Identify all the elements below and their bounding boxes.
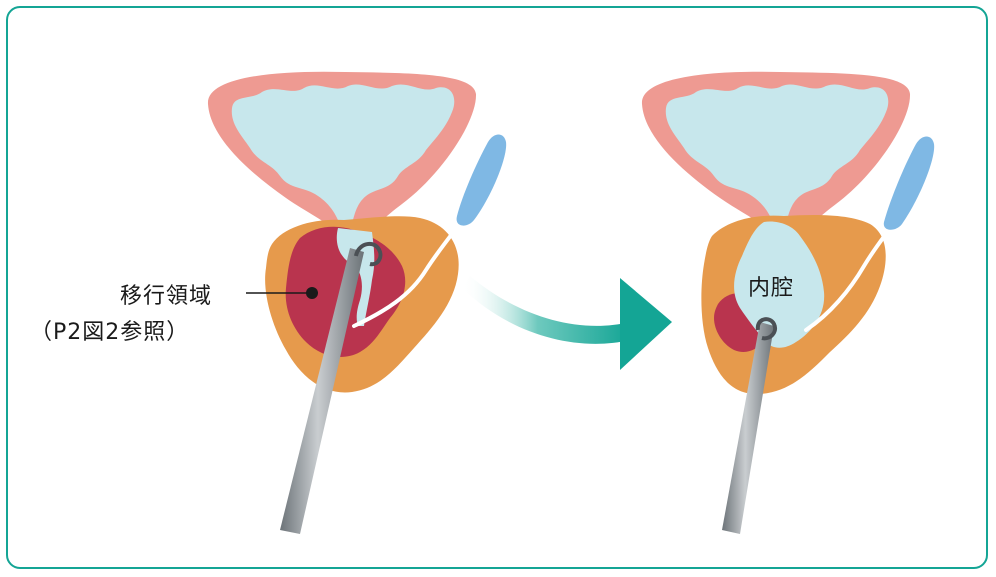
after-illustration	[642, 72, 934, 534]
catheter-balloon-left	[457, 135, 507, 226]
lumen-label: 内腔	[748, 270, 794, 302]
transition-arrow	[462, 276, 672, 370]
before-illustration	[208, 72, 506, 534]
transition-zone-label: 移行領域	[120, 278, 212, 310]
reference-label: （P2図2参照）	[30, 314, 189, 346]
catheter-balloon-right	[884, 137, 934, 230]
